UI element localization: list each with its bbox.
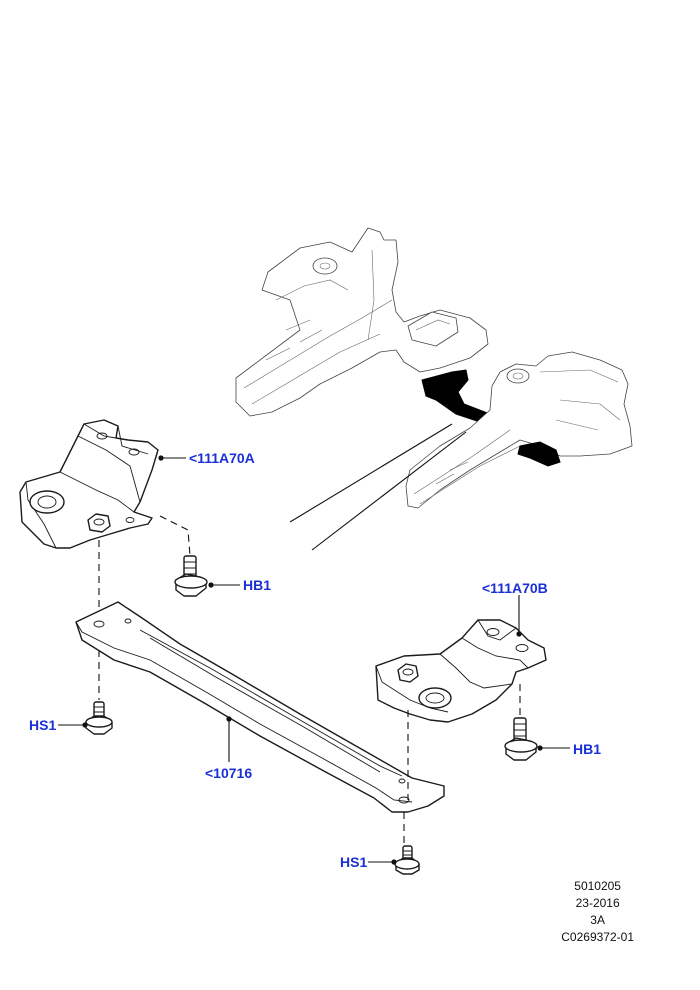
callout-hb1-right[interactable]: HB1	[573, 741, 601, 757]
bracket-right[interactable]	[375, 619, 547, 723]
leader-hs1-left	[58, 722, 88, 728]
leader-bracket-right	[516, 595, 522, 637]
drawing-ref-line1: 5010205	[574, 879, 621, 893]
drawing-ref-line2: 23-2016	[575, 896, 620, 910]
mount-block-right-highlight	[517, 441, 561, 467]
bolt-hs1-bottom[interactable]	[394, 845, 420, 875]
drawing-ref-line3: 3A	[590, 913, 605, 927]
leader-hb1-left	[208, 582, 240, 588]
mount-block-left-highlight	[421, 369, 491, 425]
bolt-hb1-right[interactable]	[504, 717, 538, 761]
leader-crossmember	[226, 716, 232, 762]
weld-nut-right-icon	[397, 663, 419, 683]
vehicle-body-context	[235, 227, 633, 551]
leader-bracket-left	[158, 455, 186, 461]
callout-111a70a[interactable]: <111A70A	[189, 450, 255, 466]
bolt-hs1-left[interactable]	[85, 701, 113, 735]
callout-hs1-bottom[interactable]: HS1	[340, 854, 367, 870]
drawing-reference-block: 5010205 23-2016 3A C0269372-01	[561, 878, 634, 946]
leader-hs1-bottom	[368, 859, 397, 865]
callout-10716[interactable]: <10716	[205, 765, 252, 781]
callout-111a70b[interactable]: <111A70B	[482, 580, 548, 596]
drawing-ref-line4: C0269372-01	[561, 930, 634, 944]
leader-hb1-right	[537, 745, 570, 751]
crossmember[interactable]	[75, 601, 445, 813]
bracket-left[interactable]	[19, 419, 159, 549]
bolt-hb1-left[interactable]	[159, 515, 208, 597]
callout-hs1-left[interactable]: HS1	[29, 717, 56, 733]
weld-nut-left-icon	[87, 513, 111, 533]
callout-hb1-left[interactable]: HB1	[243, 577, 271, 593]
